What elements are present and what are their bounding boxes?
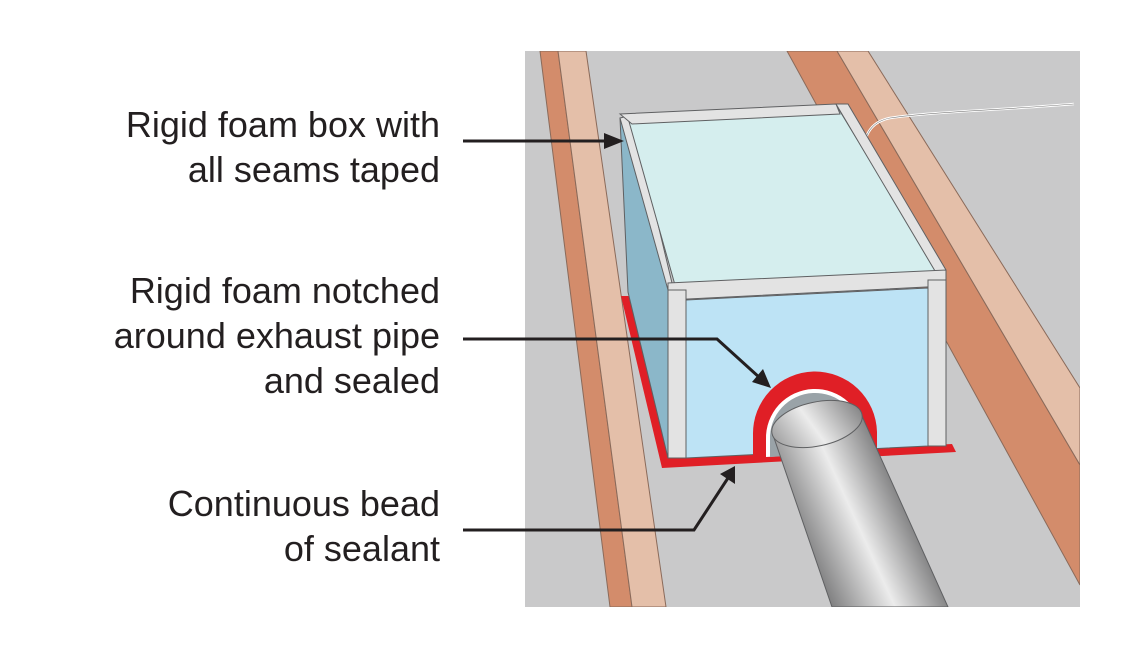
label-notched-foam: Rigid foam notched around exhaust pipe a… (114, 268, 440, 403)
label-line: of sealant (283, 528, 440, 569)
label-line: around exhaust pipe (113, 315, 440, 356)
leader-arrows (463, 133, 771, 532)
label-line: Rigid foam box with (125, 104, 440, 145)
label-line: Continuous bead (167, 483, 440, 524)
exhaust-pipe (752, 371, 949, 607)
label-line: and sealed (263, 360, 440, 401)
label-line: Rigid foam notched (129, 270, 440, 311)
left-joist (539, 51, 667, 607)
sealant-bead (621, 296, 956, 468)
label-foam-box: Rigid foam box with all seams taped (126, 102, 440, 192)
label-sealant-bead: Continuous bead of sealant (168, 481, 440, 571)
arrow-notch (463, 337, 771, 388)
arrow-box (463, 133, 624, 149)
arrow-bead (463, 466, 735, 532)
label-line: all seams taped (187, 149, 440, 190)
